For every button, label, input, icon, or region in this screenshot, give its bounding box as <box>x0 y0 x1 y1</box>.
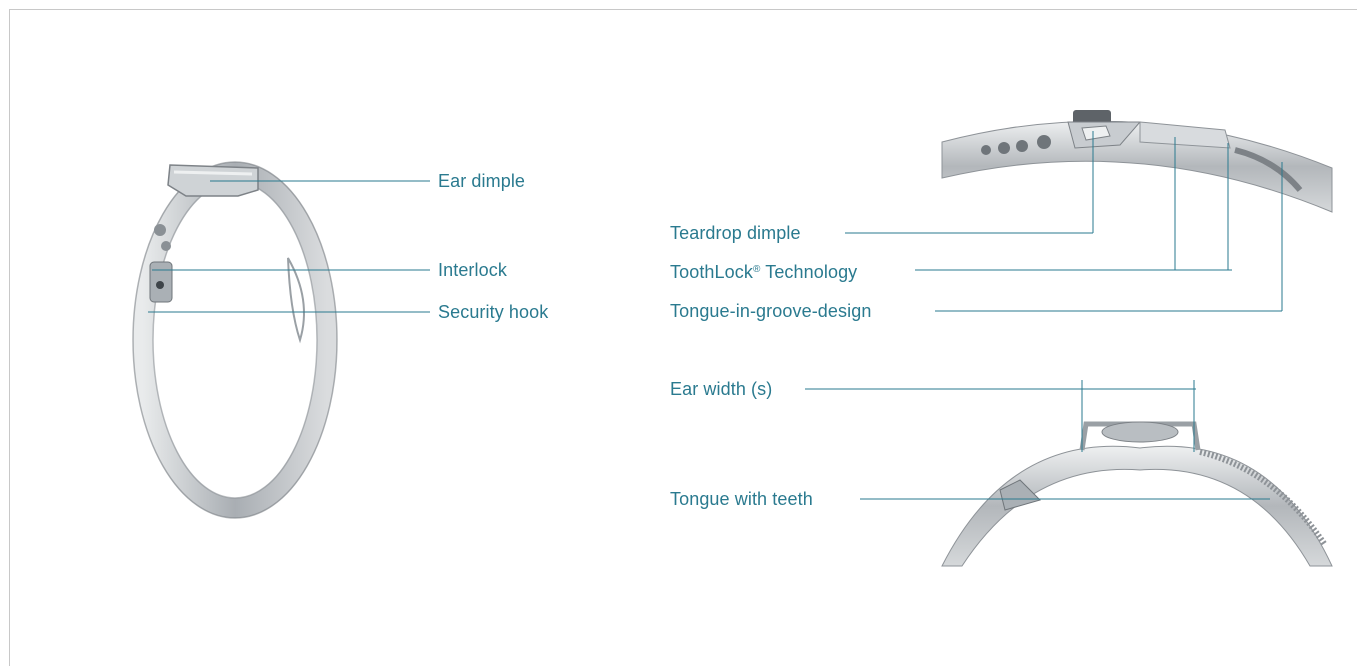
label-tongue-in-groove: Tongue-in-groove-design <box>670 301 872 321</box>
label-tongue-with-teeth: Tongue with teeth <box>670 489 813 509</box>
label-toothlock-technology: ToothLock® Technology <box>670 260 857 282</box>
label-teardrop-dimple: Teardrop dimple <box>670 223 801 243</box>
figure-frame <box>9 9 1357 666</box>
clamp-full-view <box>132 161 338 519</box>
clamp-ear-detail <box>941 421 1333 567</box>
label-ear-dimple: Ear dimple <box>438 171 526 191</box>
label-toothlock-suffix: Technology <box>760 262 858 282</box>
label-ear-width: Ear width (s) <box>670 379 773 399</box>
clamp-closure-detail <box>941 110 1333 213</box>
registered-mark: ® <box>752 264 761 275</box>
label-interlock: Interlock <box>438 260 507 280</box>
label-toothlock-name: ToothLock <box>670 262 753 282</box>
label-security-hook: Security hook <box>438 302 549 322</box>
